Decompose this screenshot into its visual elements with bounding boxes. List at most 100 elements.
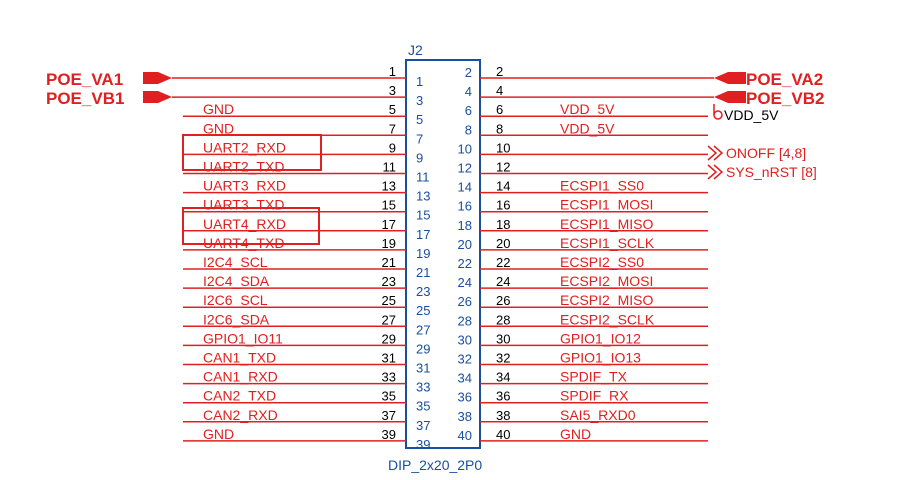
- connector-body: [405, 59, 481, 449]
- pin-number-inner: 12: [458, 161, 472, 176]
- net-label-right: SPDIF_RX: [560, 388, 629, 404]
- pin-number: 12: [496, 160, 510, 175]
- net-label-left: GPIO1_IO11: [203, 330, 283, 346]
- net-label-left: UART4_TXD: [203, 235, 284, 251]
- pin-number-inner: 39: [416, 437, 430, 452]
- pin-number-inner: 6: [465, 103, 472, 118]
- pin-number-inner: 34: [458, 371, 472, 386]
- pin-number-inner: 9: [416, 150, 423, 165]
- pin-number: 8: [496, 121, 503, 136]
- pin-wires: [172, 77, 714, 442]
- uart4-highlight-box: [182, 207, 320, 245]
- net-label-left: I2C6_SDA: [203, 311, 270, 327]
- pin-number-inner: 17: [416, 227, 430, 242]
- pin-number: 14: [496, 179, 510, 194]
- net-label-right: GPIO1_IO13: [560, 350, 641, 366]
- power-label-vdd-5v: VDD_5V: [724, 107, 779, 123]
- net-label-left: UART2_TXD: [203, 159, 284, 175]
- pin-number: 16: [496, 198, 510, 213]
- pin-number: 28: [496, 312, 510, 327]
- pin-number: 32: [496, 351, 510, 366]
- pin-number-inner: 38: [458, 409, 472, 424]
- sys-nrst-offsheet-icon: [707, 164, 724, 180]
- pin-number: 34: [496, 370, 510, 385]
- pin-number: 37: [382, 408, 396, 423]
- uart2-highlight-box: [182, 134, 322, 171]
- port-label-poe-va2: POE_VA2: [746, 70, 823, 89]
- net-label-left: I2C4_SDA: [203, 273, 270, 289]
- net-label-right: GND: [560, 426, 591, 442]
- pin-number: 33: [382, 370, 396, 385]
- pin-number-inner: 33: [416, 380, 430, 395]
- pin-number-inner: 27: [416, 322, 430, 337]
- pin-number: 21: [382, 255, 396, 270]
- net-label-left: UART3_TXD: [203, 197, 284, 213]
- port-label-sys-nrst: SYS_nRST [8]: [726, 164, 817, 180]
- pin-number: 38: [496, 408, 510, 423]
- pin-number: 10: [496, 140, 510, 155]
- vdd-5v-power-icon: [713, 110, 723, 120]
- net-label-right: VDD_5V: [560, 101, 615, 117]
- pin-number: 24: [496, 274, 510, 289]
- net-label-left: UART2_RXD: [203, 139, 286, 155]
- net-label-right: VDD_5V: [560, 120, 615, 136]
- pin-number: 1: [389, 64, 396, 79]
- net-label-left: GND: [203, 426, 234, 442]
- pin-number: 11: [383, 160, 397, 175]
- pin-number: 36: [496, 389, 510, 404]
- net-label-right: SPDIF_TX: [560, 369, 628, 385]
- pin-number-inner: 10: [458, 141, 472, 156]
- pin-number-inner: 18: [458, 218, 472, 233]
- poe-va2-port-icon: [714, 72, 746, 84]
- pin-number: 9: [389, 140, 396, 155]
- net-label-right: ECSPI1_SS0: [560, 178, 644, 194]
- pin-number-inner: 30: [458, 332, 472, 347]
- pin-number-inner: 20: [458, 237, 472, 252]
- net-label-left: GND: [203, 120, 234, 136]
- net-label-left: CAN2_TXD: [203, 388, 276, 404]
- net-label-left: UART4_RXD: [203, 216, 286, 232]
- pin-number-inner: 31: [416, 361, 430, 376]
- pin-number-inner: 37: [416, 418, 430, 433]
- pin-number: 13: [382, 179, 396, 194]
- net-label-right: ECSPI2_MISO: [560, 292, 653, 308]
- pin-number: 17: [382, 217, 396, 232]
- pin-number-inner: 29: [416, 341, 430, 356]
- pin-number: 19: [382, 236, 396, 251]
- pin-number-inner: 24: [458, 275, 472, 290]
- net-label-right: ECSPI1_MOSI: [560, 197, 653, 213]
- net-label-left: CAN2_RXD: [203, 407, 278, 423]
- pin-number: 35: [382, 389, 396, 404]
- pin-number-inner: 2: [465, 65, 472, 80]
- pin-number-inner: 4: [465, 84, 472, 99]
- pin-number: 7: [389, 121, 396, 136]
- port-label-onoff: ONOFF [4,8]: [726, 145, 806, 161]
- pin-number: 5: [389, 102, 396, 117]
- net-label-left: CAN1_RXD: [203, 369, 278, 385]
- pin-number-inner: 8: [465, 122, 472, 137]
- pin-number: 23: [382, 274, 396, 289]
- port-label-poe-vb1: POE_VB1: [46, 89, 124, 108]
- net-label-left: GND: [203, 101, 234, 117]
- net-label-right: ECSPI2_MOSI: [560, 273, 653, 289]
- net-label-left: CAN1_TXD: [203, 350, 276, 366]
- pin-number-inner: 16: [458, 199, 472, 214]
- pin-number: 26: [496, 293, 510, 308]
- pin-number-inner: 3: [416, 93, 423, 108]
- net-label-left: UART3_RXD: [203, 178, 286, 194]
- pin-number-inner: 23: [416, 284, 430, 299]
- pin-number-inner: 32: [458, 352, 472, 367]
- pin-number: 31: [382, 351, 396, 366]
- pin-number-inner: 28: [458, 313, 472, 328]
- pin-number-inner: 40: [458, 428, 472, 443]
- port-label-poe-va1: POE_VA1: [46, 70, 123, 89]
- pin-number-inner: 7: [416, 131, 423, 146]
- pin-number: 29: [382, 331, 396, 346]
- net-labels: GND VDD_5V GND VDD_5V UART2_RXD UART2_TXD UART…: [203, 101, 655, 442]
- pin-number: 30: [496, 331, 510, 346]
- port-label-poe-vb2: POE_VB2: [746, 89, 824, 108]
- pin-number-inner: 35: [416, 399, 430, 414]
- pin-number-inner: 15: [416, 208, 430, 223]
- pin-number: 20: [496, 236, 510, 251]
- pin-number: 2: [496, 64, 503, 79]
